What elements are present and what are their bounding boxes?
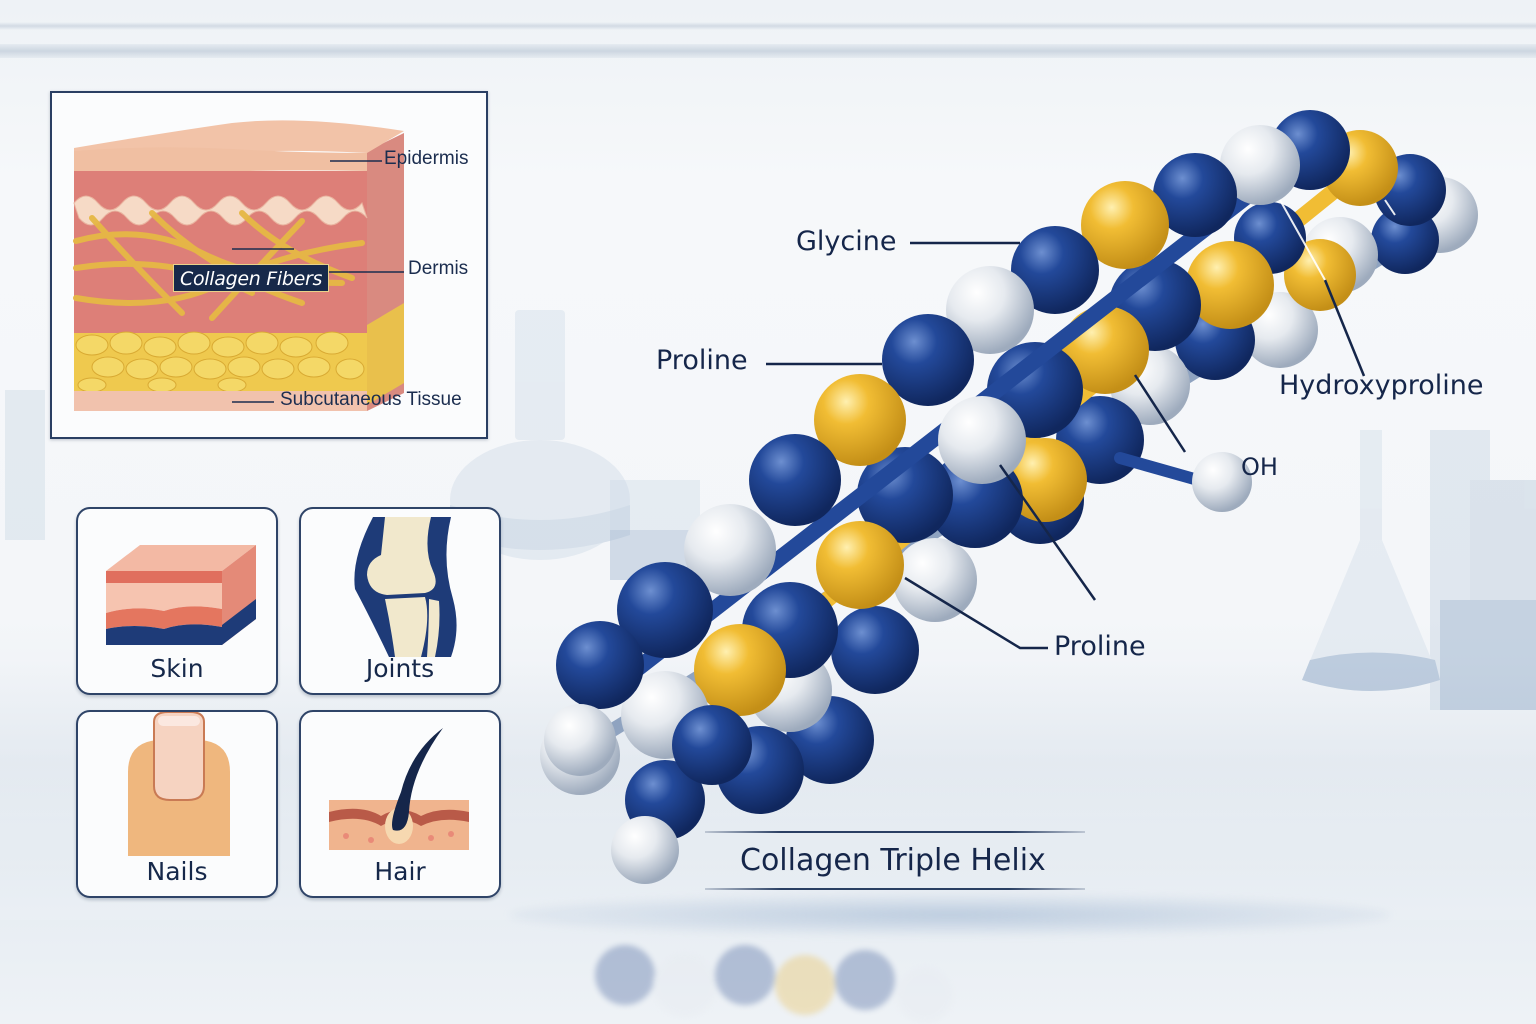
tile-hair: Hair <box>299 710 501 898</box>
skin-layers-icon <box>106 545 256 645</box>
epidermis-label: Epidermis <box>384 148 469 169</box>
tile-joints-label: Joints <box>365 654 435 683</box>
knee-joint-icon <box>354 517 457 657</box>
proline-label-bottom: Proline <box>1054 631 1146 662</box>
oh-group-label: OH <box>1241 453 1278 481</box>
background-shelf <box>0 22 1536 30</box>
background-beaker-icon <box>610 480 700 580</box>
collagen-fibers-label: Collagen Fibers <box>173 264 330 292</box>
tile-hair-label: Hair <box>374 857 426 886</box>
tile-nails-label: Nails <box>146 857 208 886</box>
helix-title: Collagen Triple Helix <box>740 843 1046 878</box>
tile-joints: Joints <box>299 507 501 695</box>
title-divider-top <box>705 831 1085 833</box>
glycine-label: Glycine <box>796 226 897 257</box>
tile-skin-label: Skin <box>150 654 204 683</box>
tile-nails: Nails <box>76 710 278 898</box>
helix-reflection <box>595 945 953 1023</box>
skin-cross-section-panel: Epidermis Collagen Fibers Dermis Subcuta… <box>50 91 488 439</box>
subcutaneous-tissue-label: Subcutaneous Tissue <box>280 389 462 410</box>
background-shelf <box>0 44 1536 58</box>
skin-cross-section-illustration <box>73 120 404 411</box>
background-erlenmeyer-flask-icon <box>1302 430 1536 710</box>
hydroxyproline-label: Hydroxyproline <box>1279 370 1484 401</box>
proline-label-left: Proline <box>656 345 748 376</box>
helix-shadow <box>510 895 1390 935</box>
fingernail-icon <box>128 712 230 856</box>
tile-skin: Skin <box>76 507 278 695</box>
title-divider-bottom <box>705 888 1085 890</box>
hair-follicle-icon <box>329 728 469 850</box>
background-glassware-icon <box>5 390 45 540</box>
dermis-label: Dermis <box>408 258 469 279</box>
